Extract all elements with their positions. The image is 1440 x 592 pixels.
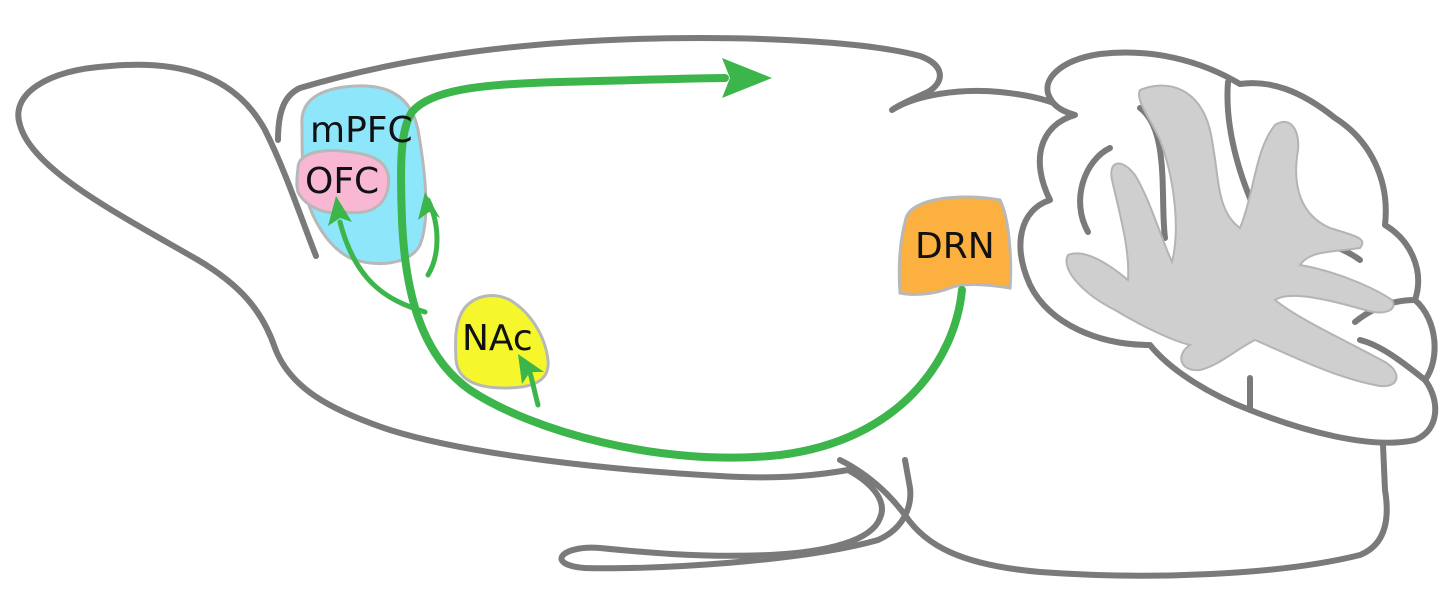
brainstem-outline [837, 442, 1390, 579]
cortex-dorsal-outline [275, 35, 1078, 143]
cerebellum-fissure [1224, 79, 1258, 213]
cerebellum-fissure [1357, 337, 1428, 383]
cerebellum-fissure [1077, 145, 1113, 235]
brain-outline [15, 61, 914, 572]
drn-label: DRN [915, 226, 995, 267]
cortex-arrowhead [722, 58, 772, 98]
ofc-region [295, 149, 391, 215]
drn-main-projection [397, 74, 966, 462]
nac-arrowhead [518, 354, 544, 384]
nac-label: NAc [462, 318, 533, 359]
drn-region [897, 195, 1013, 296]
ofc-label: OFC [305, 161, 379, 202]
cerebellum-white-matter [1065, 84, 1398, 388]
ofc-projection [337, 219, 428, 315]
mpfc-label: mPFC [310, 110, 413, 151]
mpfc-arrowhead [418, 192, 440, 220]
ofc-arrowhead [328, 196, 352, 226]
